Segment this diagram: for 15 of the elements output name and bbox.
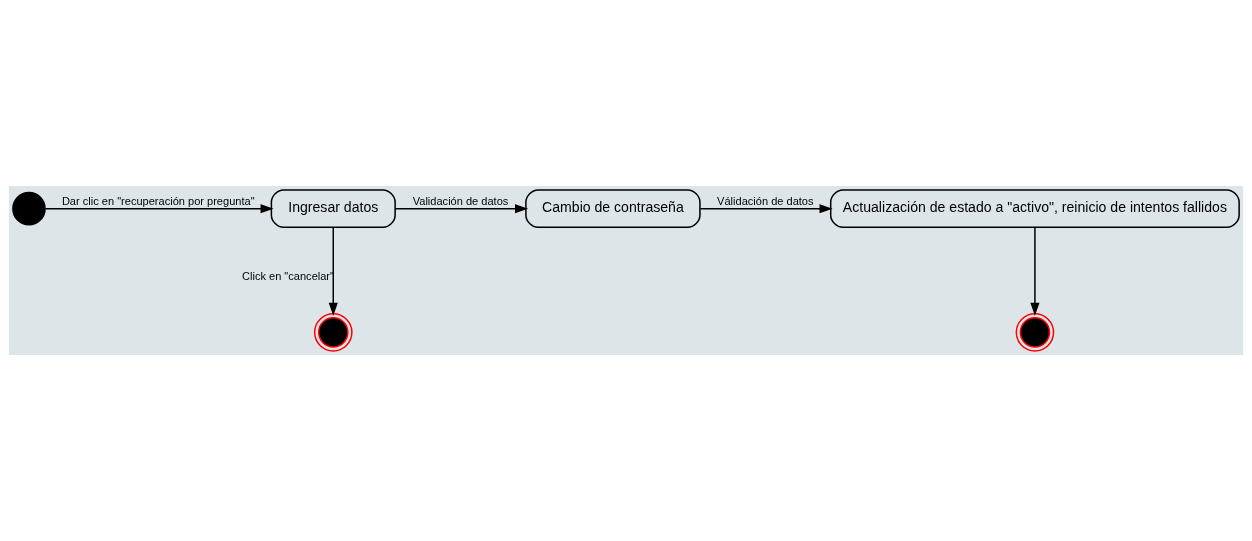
arrow: [394, 204, 529, 214]
node-box: Cambio de contraseña: [525, 189, 701, 228]
node-box: Actualización de estado a "activo", reinicio de intentos fallidos: [829, 189, 1240, 228]
edge-label: Validación de datos: [412, 195, 509, 208]
arrow: [1030, 226, 1040, 316]
node-bullseye: [1015, 313, 1055, 352]
node-bullseye: [313, 313, 353, 352]
arrow: [328, 226, 338, 316]
arrow: [699, 204, 833, 214]
edge-label: Click en "cancelar": [242, 269, 334, 282]
edge-label: Dar clic en "recuperación por pregunta": [61, 195, 255, 208]
arrow: [44, 204, 274, 214]
node-box: Ingresar datos: [270, 189, 396, 228]
edge-label: Válidación de datos: [717, 195, 814, 208]
node-circle: [12, 191, 46, 226]
